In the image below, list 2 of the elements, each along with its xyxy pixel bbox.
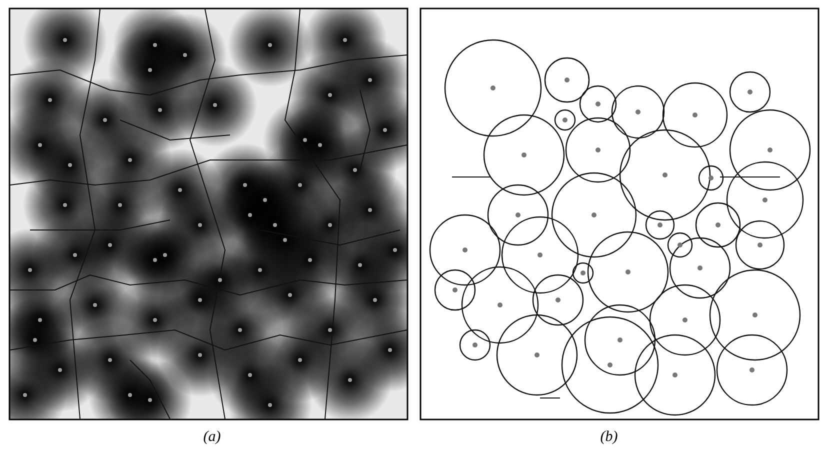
- panel-label: (b): [599, 429, 619, 446]
- panel-label: (a): [202, 429, 222, 446]
